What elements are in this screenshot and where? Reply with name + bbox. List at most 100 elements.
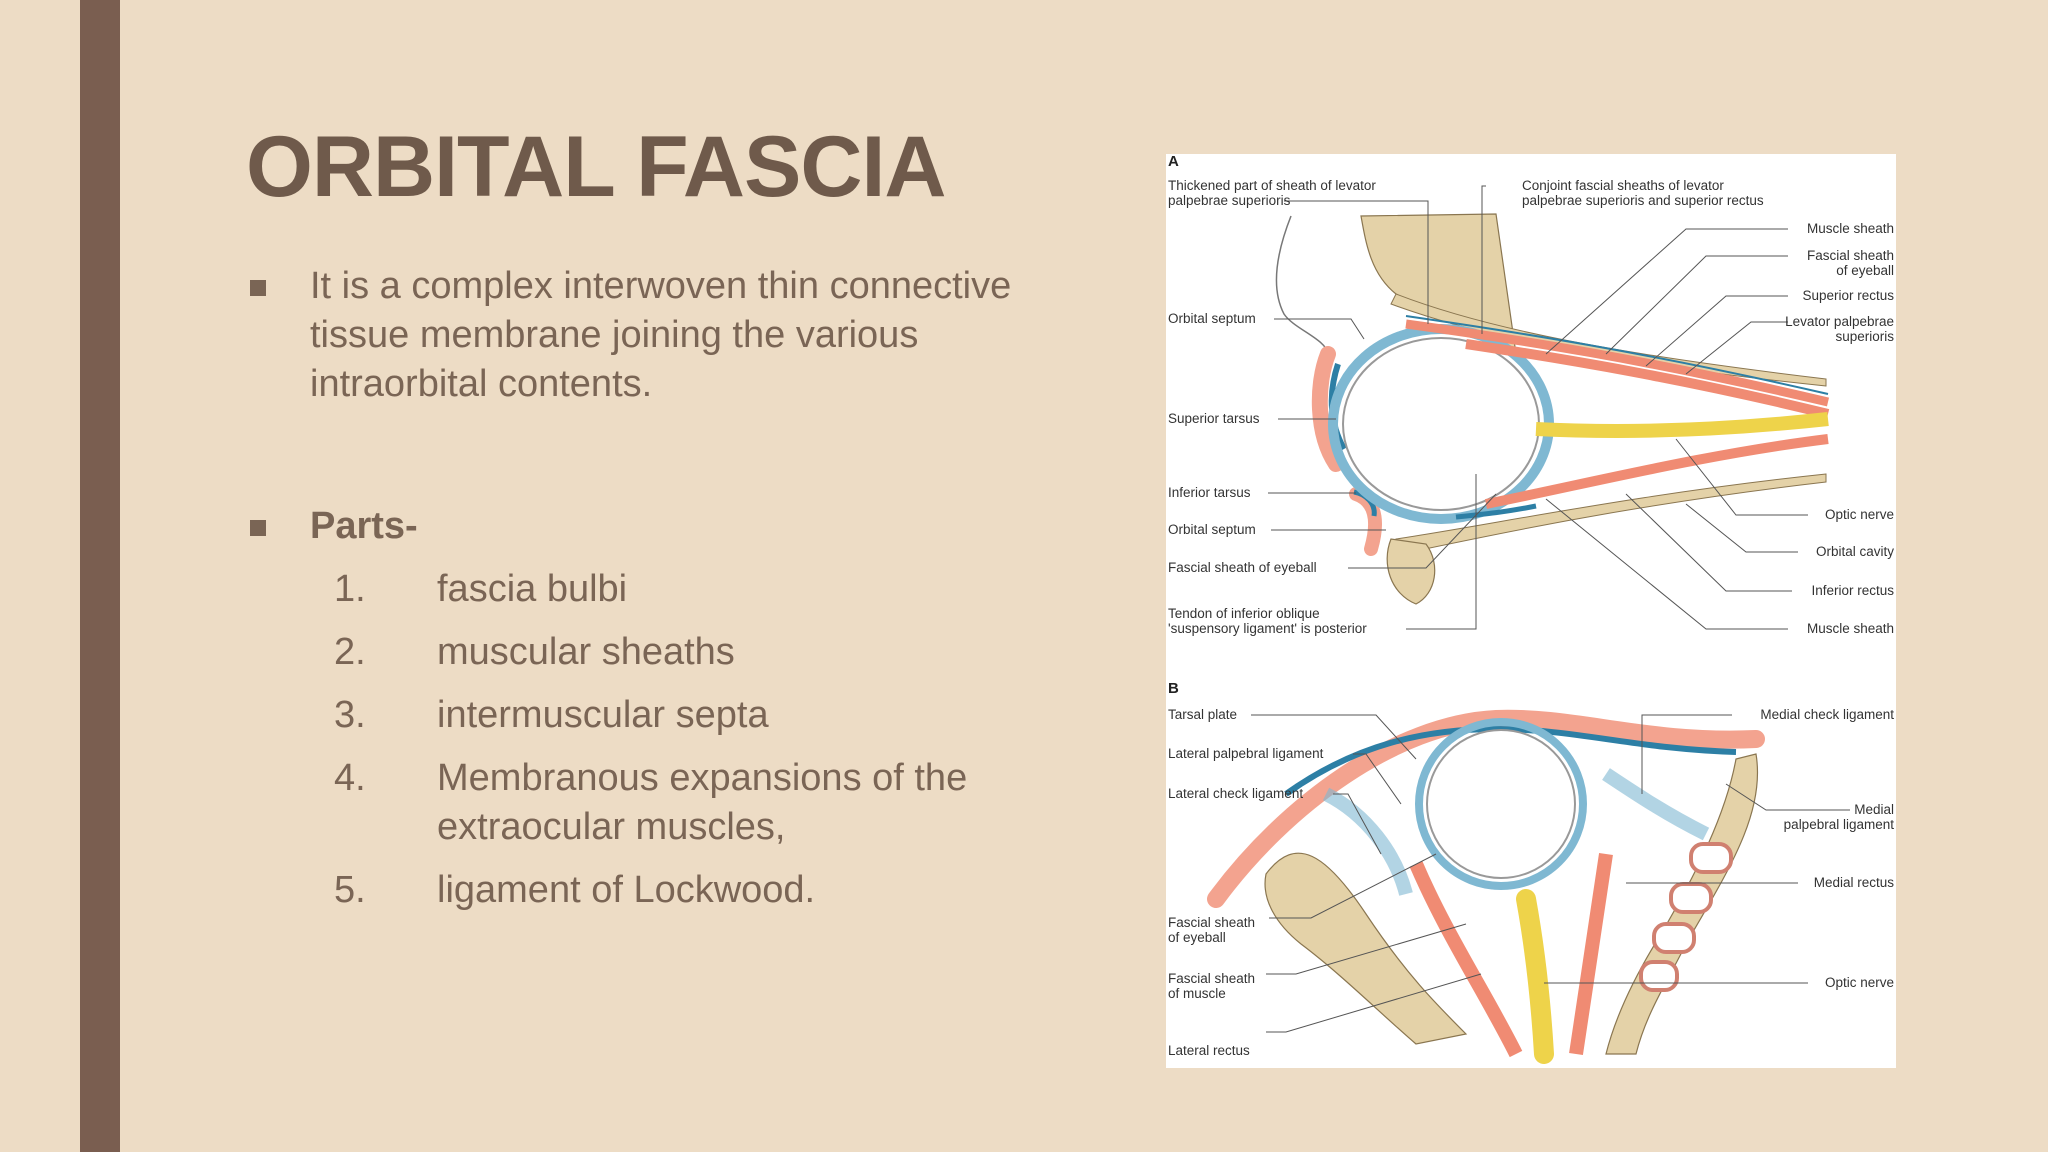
label-orbital-septum: Orbital septum: [1168, 522, 1256, 537]
medial-rectus-shape: [1569, 853, 1613, 1055]
bullet-square-icon: [250, 520, 266, 536]
bullet-item: It is a complex interwoven thin connecti…: [246, 262, 1086, 409]
label-lateral-palpebral-ligament: Lateral palpebral ligament: [1168, 746, 1324, 761]
label-fascial-sheath: Fascial sheath: [1807, 248, 1894, 263]
label-fascial-sheath-muscle: Fascial sheath: [1168, 971, 1255, 986]
maxilla-shape: [1386, 538, 1436, 605]
label-sheath-levator: Thickened part of sheath of levator: [1168, 178, 1376, 193]
leader-line: [1266, 973, 1482, 1033]
check-ligament-shape: [1602, 768, 1710, 841]
label-fascial-sheath-eyeball: Fascial sheath: [1168, 915, 1255, 930]
label-fascial-sheath: of eyeball: [1836, 263, 1894, 278]
label-orbital-septum: Orbital septum: [1168, 311, 1256, 326]
list-number: 4.: [334, 757, 366, 799]
list-text: Membranous expansions of the extraocular…: [437, 757, 968, 848]
eyeball-shape: [1426, 729, 1576, 879]
list-text: fascia bulbi: [437, 568, 628, 610]
label-fascial-sheath-eyeball: of eyeball: [1168, 930, 1226, 945]
lateral-rectus-shape: [1409, 861, 1523, 1058]
list-item: 3.intermuscular septa: [334, 691, 1086, 740]
label-optic-nerve: Optic nerve: [1825, 507, 1894, 522]
sidebar-accent-bar: [80, 0, 120, 1152]
bullet-text: Parts-: [310, 505, 418, 547]
superior-rectus-shape: [1465, 339, 1830, 419]
check-ligament-shape: [1322, 787, 1413, 896]
leader-line: [1725, 783, 1850, 811]
label-orbital-cavity: Orbital cavity: [1816, 544, 1894, 559]
label-optic-nerve: Optic nerve: [1825, 975, 1894, 990]
parts-list: 1. fascia bulbi 2. muscular sheaths 3.inte…: [246, 565, 1086, 915]
list-item: 4. Membranous expansions of the extraocul…: [334, 754, 1086, 852]
label-inferior-tarsus: Inferior tarsus: [1168, 485, 1251, 500]
anatomy-figure: A: [1166, 154, 1896, 1068]
panel-a-letter: A: [1168, 154, 1179, 170]
list-number: 3.: [334, 694, 366, 736]
label-muscle-sheath: Muscle sheath: [1807, 621, 1894, 636]
leader-line: [1625, 493, 1792, 592]
panel-a: A: [1168, 154, 1894, 636]
ethmoid-cell-shape: [1669, 882, 1713, 914]
leader-line: [1685, 321, 1788, 375]
optic-nerve-shape: [1516, 889, 1554, 1064]
ethmoid-cell-shape: [1652, 922, 1696, 954]
label-levator-palpebrae: Levator palpebrae: [1785, 314, 1894, 329]
leader-line: [1605, 255, 1788, 355]
leader-line: [1266, 923, 1467, 975]
leader-line: [1545, 228, 1788, 355]
label-muscle-sheath: Muscle sheath: [1807, 221, 1894, 236]
bullet-text: It is a complex interwoven thin connecti…: [310, 265, 1012, 405]
label-medial-palpebral-ligament: palpebral ligament: [1784, 817, 1895, 832]
leader-line: [1685, 503, 1798, 553]
leader-line: [1675, 438, 1808, 516]
lateral-wall-shape: [1264, 852, 1468, 1045]
label-medial-check-ligament: Medial check ligament: [1760, 707, 1894, 722]
label-tendon-inferior-oblique: Tendon of inferior oblique: [1168, 606, 1320, 621]
anatomy-diagram: A: [1168, 154, 1895, 1064]
muscle-sheath-shape: [1405, 315, 1829, 395]
levator-muscle-shape: [1405, 319, 1830, 407]
label-medial-rectus: Medial rectus: [1814, 875, 1895, 890]
leader-line: [1406, 474, 1477, 630]
label-lateral-rectus: Lateral rectus: [1168, 1043, 1250, 1058]
list-item: 5.ligament of Lockwood.: [334, 866, 1086, 915]
panel-b: B: [1168, 680, 1895, 1064]
fascial-sheath-eyeball-shape: [1415, 718, 1587, 890]
optic-nerve-shape: [1535, 412, 1829, 438]
list-number: 5.: [334, 869, 366, 911]
tarsal-plate-shape: [1284, 725, 1737, 797]
bullet-list: It is a complex interwoven thin connecti…: [246, 262, 1086, 929]
label-sheath-levator: palpebrae superioris: [1168, 193, 1291, 208]
leader-line: [1284, 200, 1429, 324]
label-suspensory-ligament: 'suspensory ligament' is posterior: [1168, 621, 1367, 636]
leader-line: [1251, 714, 1417, 760]
label-conjoint-sheaths: palpebrae superioris and superior rectus: [1522, 193, 1764, 208]
orbital-floor-shape: [1395, 473, 1827, 555]
ethmoid-cell-shape: [1639, 960, 1679, 992]
face-profile-shape: [1275, 215, 1329, 355]
leader-line: [1333, 793, 1382, 855]
list-number: 1.: [334, 568, 366, 610]
label-inferior-rectus: Inferior rectus: [1811, 583, 1894, 598]
label-superior-rectus: Superior rectus: [1802, 288, 1894, 303]
slide-title: ORBITAL FASCIA: [246, 119, 946, 215]
bullet-item: Parts-: [246, 502, 1086, 551]
label-fascial-sheath-eyeball: Fascial sheath of eyeball: [1168, 560, 1317, 575]
leader-line: [1545, 498, 1788, 630]
ethmoid-cell-shape: [1689, 842, 1733, 874]
label-conjoint-sheaths: Conjoint fascial sheaths of levator: [1522, 178, 1724, 193]
upper-lid-shape: [1311, 346, 1344, 472]
label-lateral-check-ligament: Lateral check ligament: [1168, 786, 1303, 801]
label-fascial-sheath-muscle: of muscle: [1168, 986, 1226, 1001]
label-medial-palpebral-ligament: Medial: [1854, 802, 1894, 817]
list-item: 2. muscular sheaths: [334, 628, 1086, 677]
list-text: muscular sheaths: [437, 631, 735, 673]
label-superior-tarsus: Superior tarsus: [1168, 411, 1260, 426]
list-item: 1. fascia bulbi: [334, 565, 1086, 614]
leader-line: [1269, 853, 1437, 919]
label-levator-palpebrae: superioris: [1835, 329, 1894, 344]
inferior-oblique-shape: [1455, 503, 1537, 520]
list-number: 2.: [334, 631, 366, 673]
inferior-rectus-shape: [1485, 434, 1829, 509]
leader-line: [1274, 318, 1365, 340]
panel-b-letter: B: [1168, 680, 1179, 697]
